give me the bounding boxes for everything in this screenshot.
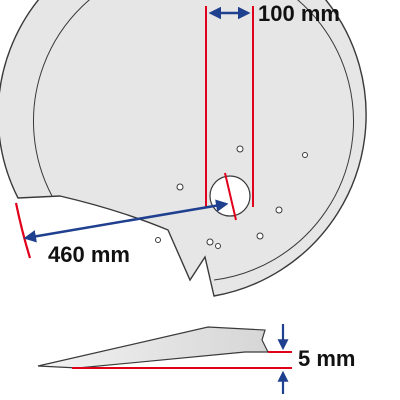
inner-circle: [33, 0, 354, 281]
blade-side-profile: [37, 326, 269, 369]
radius-arrow: [23, 199, 229, 243]
width-dimension-label: 100 mm: [258, 1, 340, 26]
mounting-hole: [206, 238, 214, 246]
blade-disc: [0, 0, 367, 297]
thickness-dimension-label: 5 mm: [298, 346, 355, 371]
radius-edge-marker: [14, 202, 32, 259]
mounting-hole: [302, 152, 308, 158]
mounting-hole: [155, 237, 161, 243]
mounting-hole: [215, 243, 221, 249]
mounting-hole: [176, 183, 184, 191]
center-marker: [224, 172, 237, 221]
radius-dimension-label: 460 mm: [48, 242, 130, 267]
mounting-hole: [256, 232, 264, 240]
mounting-hole: [236, 145, 244, 153]
mounting-hole: [275, 206, 283, 214]
